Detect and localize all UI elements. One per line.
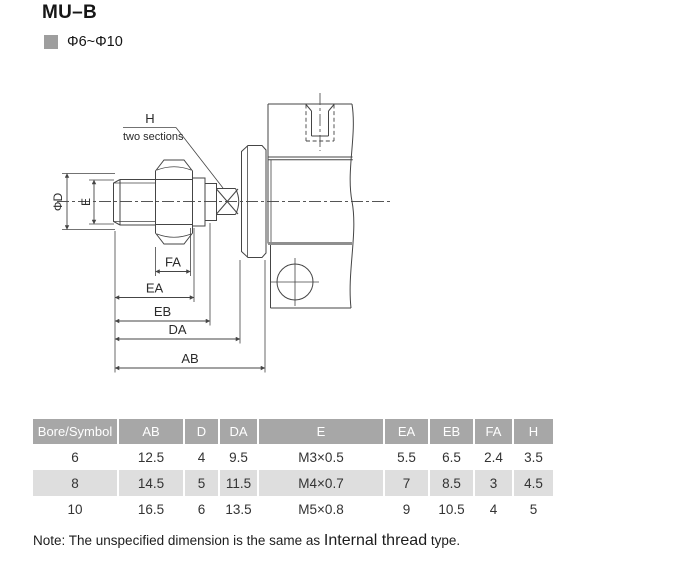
- technical-drawing: H two sections ΦD E FA: [51, 93, 390, 373]
- label-phi-d: ΦD: [51, 193, 65, 212]
- footnote: Note: The unspecified dimension is the s…: [33, 532, 460, 550]
- col-header-d: D: [185, 419, 218, 444]
- label-e: E: [79, 198, 93, 206]
- cell: 12.5: [137, 449, 165, 465]
- footnote-highlight: Internal thread: [323, 532, 428, 549]
- cell: 8.5: [430, 470, 473, 496]
- dim-ab: AB: [114, 260, 266, 373]
- cell: M3×0.5: [298, 449, 344, 465]
- col-header-h: H: [514, 419, 553, 444]
- col-header-eb: EB: [430, 419, 473, 444]
- label-da: DA: [168, 322, 186, 337]
- col-header-fa: FA: [475, 419, 512, 444]
- bullet-square-icon: [44, 35, 58, 49]
- dim-ea: EA: [114, 228, 195, 302]
- cell: 6: [71, 449, 79, 465]
- cell: M5×0.8: [298, 501, 344, 517]
- cell: M4×0.7: [259, 470, 383, 496]
- cell: 5: [185, 470, 218, 496]
- label-fa: FA: [165, 255, 181, 270]
- dim-e: E: [79, 179, 114, 225]
- label-ab: AB: [181, 351, 198, 366]
- dim-fa: FA: [155, 228, 191, 276]
- table-row: 6 12.5 4 9.5 M3×0.5 5.5 6.5 2.4 3.5: [33, 444, 553, 470]
- flange: [241, 145, 267, 258]
- leader-h: H two sections: [123, 111, 224, 189]
- ball-joint: [216, 188, 240, 215]
- bore-range-label: Φ6~Φ10: [67, 34, 123, 50]
- col-header-da: DA: [220, 419, 257, 444]
- threaded-stud: [113, 179, 156, 226]
- cylinder-body: [267, 103, 355, 309]
- cell: 6: [197, 501, 206, 517]
- cell: 5.5: [397, 449, 416, 465]
- label-h: H: [145, 111, 154, 126]
- cell: 4: [197, 449, 206, 465]
- cell: 10: [67, 501, 83, 517]
- col-header-ab: AB: [119, 419, 183, 444]
- page-title: MU–B: [42, 2, 98, 23]
- table-header-row: Bore/Symbol AB D DA E EA EB FA H: [33, 419, 553, 444]
- cell: 13.5: [225, 501, 252, 517]
- col-header-bore-symbol: Bore/Symbol: [33, 419, 117, 444]
- bore-range: Φ6~Φ10: [44, 34, 123, 50]
- label-ea: EA: [146, 281, 164, 296]
- cell: 9.5: [229, 449, 248, 465]
- table-row: 8 14.5 5 11.5 M4×0.7 7 8.5 3 4.5: [33, 470, 553, 496]
- footnote-suffix: type.: [427, 533, 461, 548]
- footnote-prefix: Note: The unspecified dimension is the s…: [33, 533, 324, 548]
- cell: 6.5: [442, 449, 461, 465]
- cell: 4.5: [514, 470, 553, 496]
- cell: 8: [33, 470, 117, 496]
- dim-phi-d: ΦD: [51, 173, 115, 230]
- cell: 7: [385, 470, 428, 496]
- cell: 11.5: [220, 470, 257, 496]
- cell: 14.5: [119, 470, 183, 496]
- side-hole: [271, 258, 319, 306]
- label-eb: EB: [154, 304, 171, 319]
- cell: 3.5: [524, 449, 543, 465]
- label-two-sections: two sections: [123, 131, 184, 143]
- cell: 16.5: [137, 501, 165, 517]
- top-thread-hole: [305, 93, 335, 151]
- cell: 2.4: [484, 449, 503, 465]
- cell: 4: [489, 501, 498, 517]
- cell: 10.5: [438, 501, 465, 517]
- washer-collar: [192, 177, 217, 227]
- cell: 9: [402, 501, 411, 517]
- dim-eb: EB: [114, 223, 211, 326]
- cell: 3: [475, 470, 512, 496]
- col-header-ea: EA: [385, 419, 428, 444]
- dim-da: DA: [114, 260, 241, 344]
- dimension-table: Bore/Symbol AB D DA E EA EB FA H 6 12.5 …: [31, 419, 555, 522]
- table-row: 10 16.5 6 13.5 M5×0.8 9 10.5 4 5: [33, 496, 553, 522]
- cell: 5: [529, 501, 538, 517]
- col-header-e: E: [259, 419, 383, 444]
- hex-nut: [155, 159, 193, 245]
